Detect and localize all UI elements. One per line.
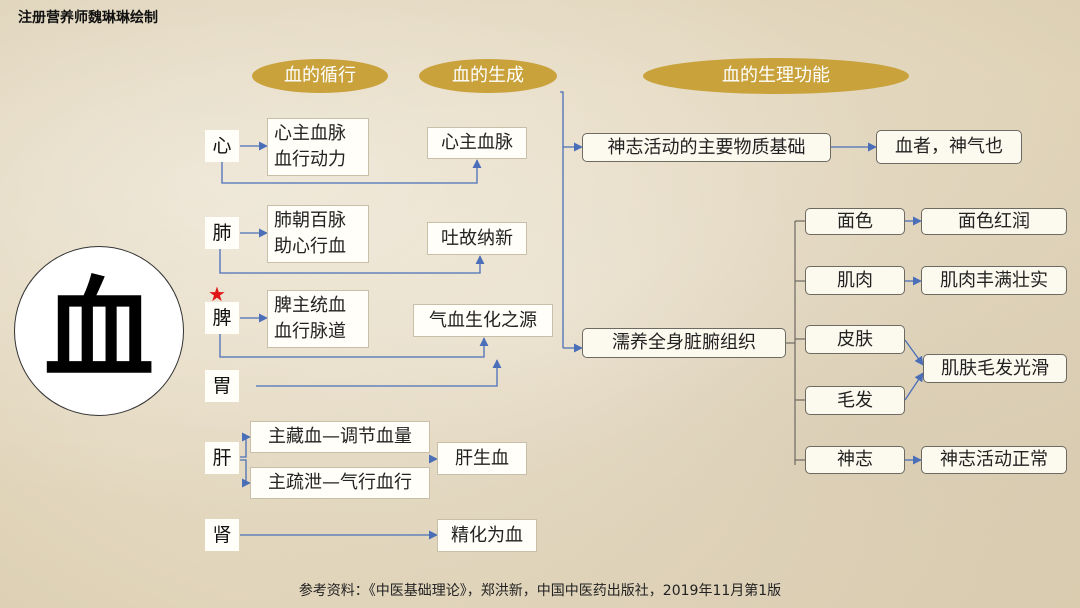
arrow-heart-generation <box>221 159 482 184</box>
organ-lung: 肺 <box>205 217 239 249</box>
author-credit: 注册营养师魏琳琳绘制 <box>18 10 158 26</box>
circulation-heart-line-2: 血行动力 <box>274 149 346 170</box>
effect-facial: 面色红润 <box>921 208 1067 235</box>
organ-stomach: 胃 <box>205 370 239 402</box>
star-icon: ★ <box>208 282 226 306</box>
arrow-liver-circulation-1 <box>240 432 251 458</box>
organ-spleen: 脾 <box>205 302 239 334</box>
header-generation: 血的生成 <box>419 59 557 93</box>
organ-kidney: 肾 <box>205 519 239 551</box>
circulation-spleen-line-2: 血行脉道 <box>274 321 346 342</box>
generation-liver: 肝生血 <box>437 442 527 475</box>
effect-spirit: 神志活动正常 <box>921 446 1067 474</box>
arrow-lung-generation <box>219 249 485 274</box>
function-nourish: 濡养全身脏腑组织 <box>582 328 786 358</box>
function-spirit-quote: 血者，神气也 <box>876 130 1022 164</box>
part-muscle: 肌肉 <box>805 266 905 295</box>
organ-liver: 肝 <box>205 442 239 474</box>
function-trunk <box>560 91 564 348</box>
part-facial: 面色 <box>805 208 905 235</box>
function-spirit-basis: 神志活动的主要物质基础 <box>582 133 831 162</box>
circulation-liver-store: 主藏血—调节血量 <box>250 421 430 453</box>
generation-lung: 吐故纳新 <box>427 222 527 255</box>
circulation-lung-line-1: 肺朝百脉 <box>274 210 346 231</box>
part-skin: 皮肤 <box>805 325 905 354</box>
header-circulation: 血的循行 <box>252 59 388 93</box>
circulation-spleen-line-1: 脾主统血 <box>274 295 346 316</box>
circulation-lung-line-2: 助心行血 <box>274 236 346 257</box>
generation-kidney: 精化为血 <box>437 519 537 552</box>
arrow-liver-circulation-2 <box>240 459 251 488</box>
arrow-stomach-generation <box>256 359 502 387</box>
effect-muscle: 肌肉丰满壮实 <box>921 266 1067 295</box>
circulation-heart-line-1: 心主血脉 <box>274 123 346 144</box>
circulation-heart: 心主血脉 血行动力 <box>267 118 369 176</box>
part-hair: 毛发 <box>805 386 905 415</box>
generation-heart: 心主血脉 <box>427 127 527 159</box>
circulation-spleen: 脾主统血 血行脉道 <box>267 290 369 348</box>
effect-skin-hair: 肌肤毛发光滑 <box>923 354 1067 383</box>
part-spirit: 神志 <box>805 446 905 474</box>
circulation-liver-flow: 主疏泄—气行血行 <box>250 467 430 499</box>
arrow-spleen-generation <box>219 334 489 358</box>
circulation-lung: 肺朝百脉 助心行血 <box>267 205 369 263</box>
arrow-skin <box>904 339 924 366</box>
blood-character-circle: 血 <box>14 246 184 416</box>
generation-spleen: 气血生化之源 <box>413 304 553 337</box>
reference-citation: 参考资料：《中医基础理论》，郑洪新，中国中医药出版社，2019年11月第1版 <box>298 583 782 599</box>
organ-heart: 心 <box>205 130 239 162</box>
arrow-hair <box>904 372 924 401</box>
header-function: 血的生理功能 <box>643 58 909 94</box>
